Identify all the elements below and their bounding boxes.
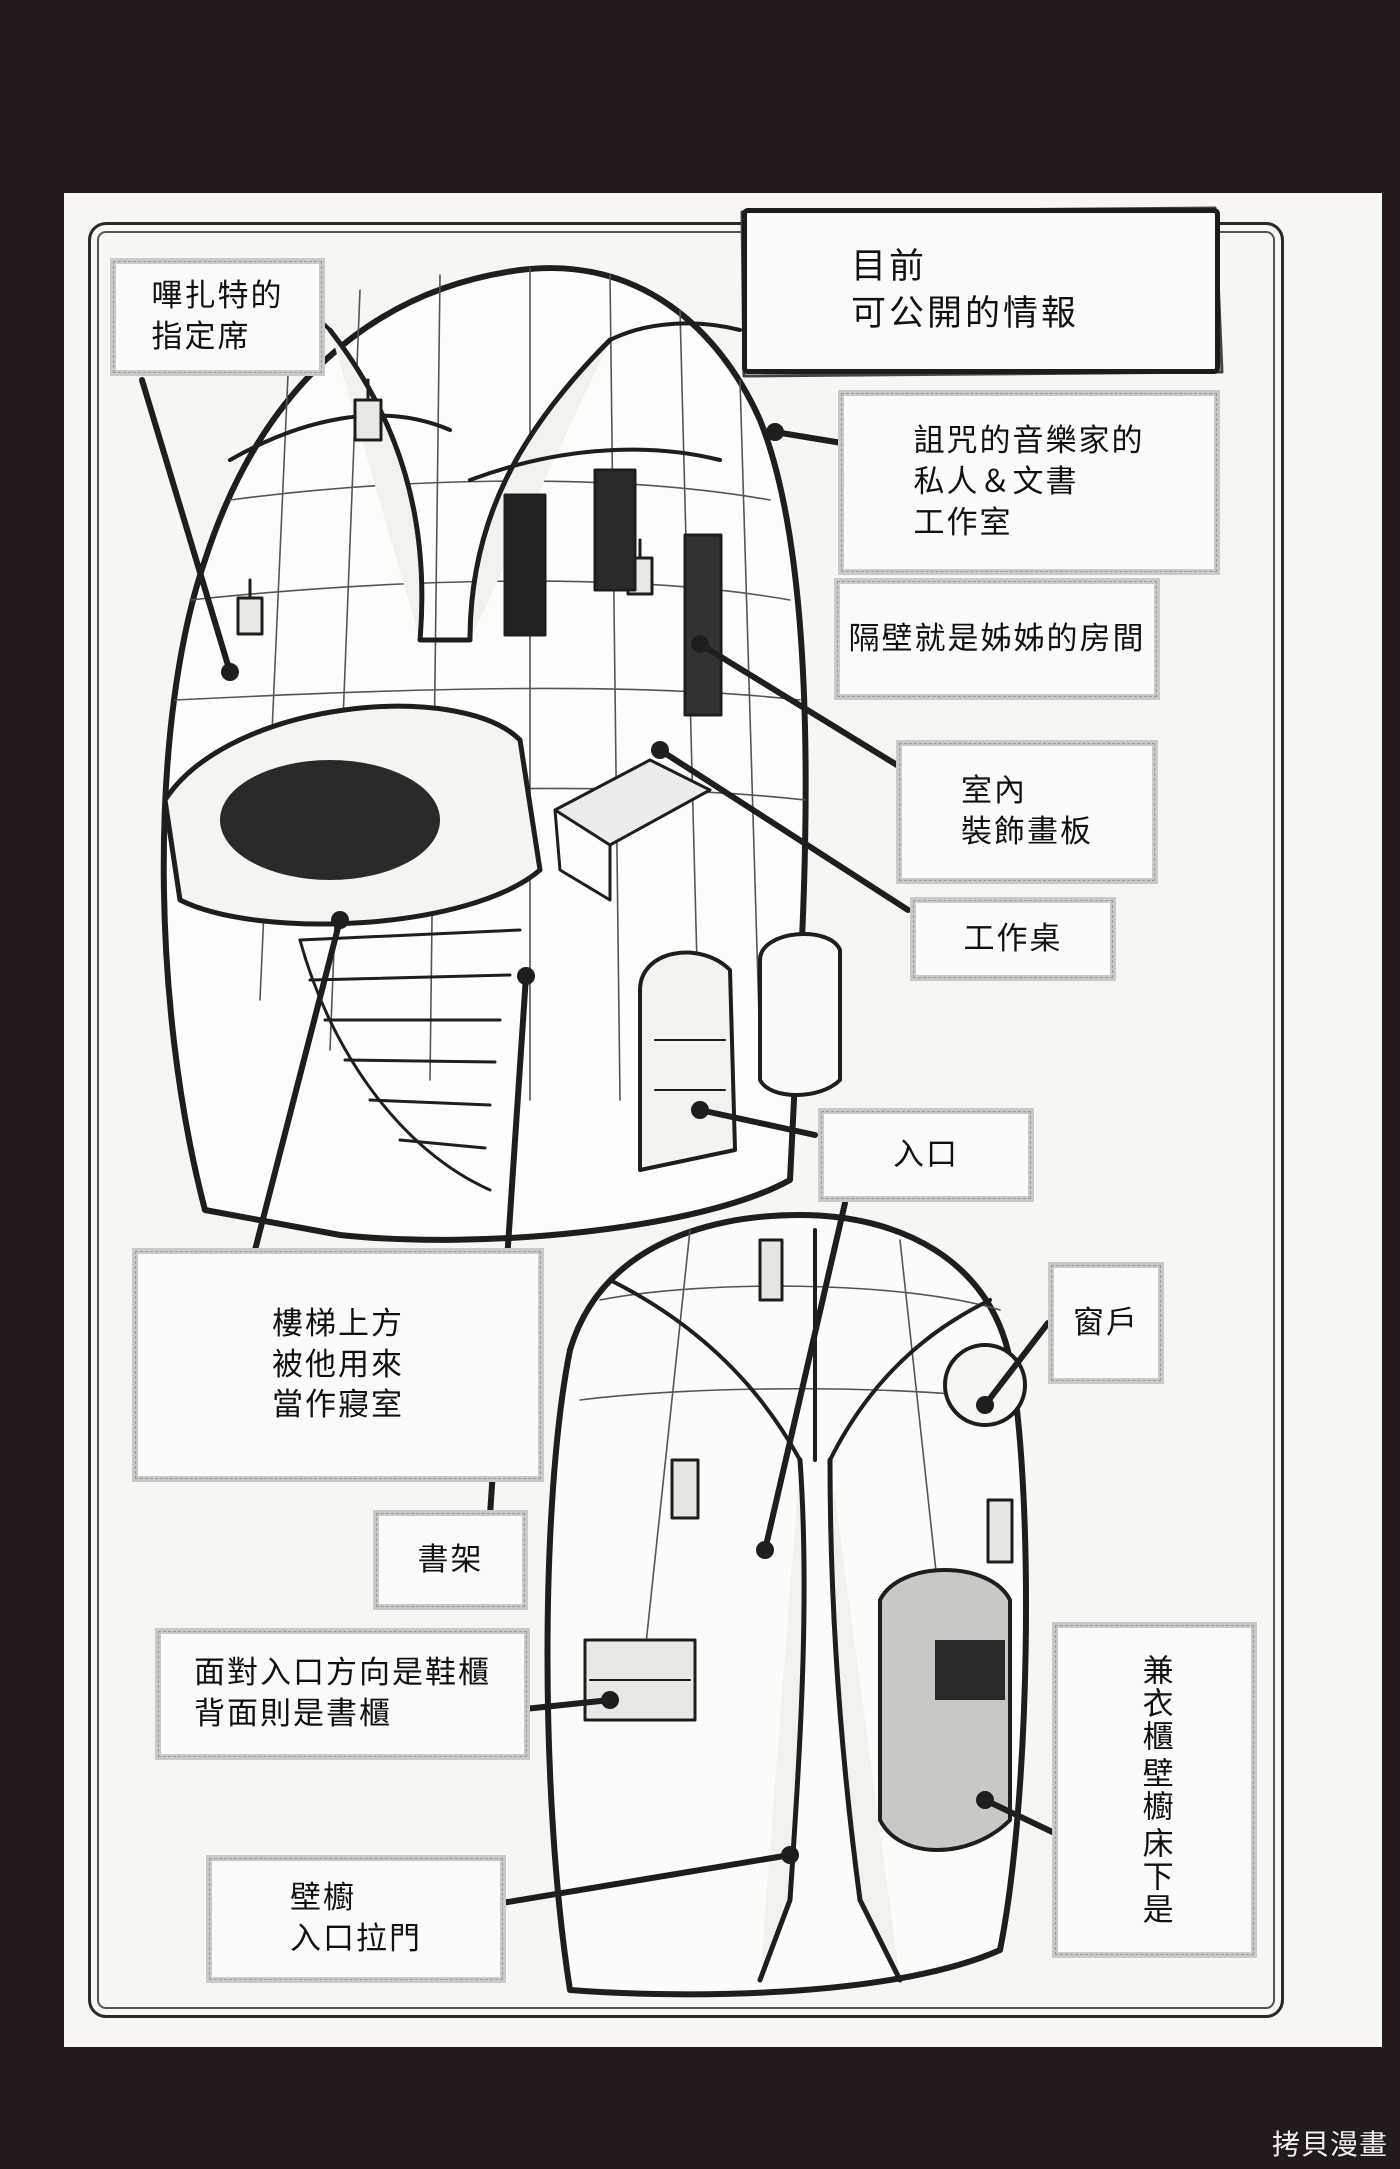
label-sister-room: 隔壁就是姊姊的房間 [834,578,1160,700]
title-line-2: 可公開的情報 [851,294,1080,334]
title-line-1: 目前 [851,246,928,287]
lower-treehouse-drawing [544,1212,1030,1998]
watermark: 拷貝漫畫 [1271,2128,1388,2161]
label-closet-door: 壁櫥 入口拉門 [206,1855,506,1983]
page-frame [88,222,1284,2018]
label-shoe-cabinet: 面對入口方向是鞋櫃 背面則是書櫃 [155,1628,530,1760]
upper-treehouse-drawing [160,265,842,1243]
label-entrance: 入口 [818,1108,1034,1202]
label-bed-wardrobe: 床下是 壁櫥 兼衣櫃 [1052,1622,1257,1958]
bed-wardrobe-line-1: 床下是 [1136,1827,1173,1926]
label-studio: 詛咒的音樂家的 私人＆文書 工作室 [838,390,1220,575]
label-stairs-bedroom: 樓梯上方 被他用來 當作寢室 [132,1248,544,1482]
title-box: 目前 可公開的情報 [742,208,1220,374]
label-bookshelf: 書架 [373,1510,528,1610]
bed-wardrobe-line-2: 兼衣櫃 [1136,1654,1173,1753]
label-decor-panel: 室內 裝飾畫板 [896,740,1158,884]
leader-lines [139,377,1068,1910]
label-work-desk: 工作桌 [910,897,1116,981]
label-window: 窗戶 [1048,1262,1164,1384]
bed-wardrobe-line-2-prefix: 壁櫥 [1136,1757,1173,1823]
label-seat: 嗶扎特的 指定席 [110,258,325,376]
